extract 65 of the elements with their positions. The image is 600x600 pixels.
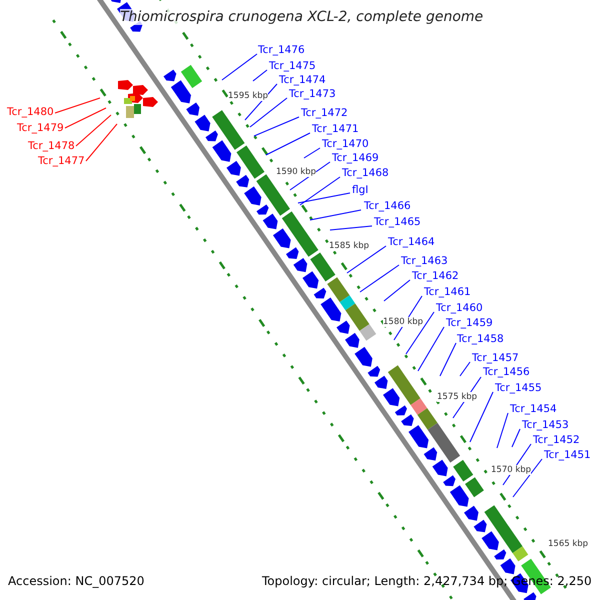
gene-label: Tcr_1479 bbox=[17, 122, 64, 134]
gene-label: Tcr_1453 bbox=[522, 419, 569, 431]
leader-line bbox=[304, 148, 320, 158]
footer-text: Topology: circular; Length: 2,427,734 bp; Genes: 2,250 bbox=[262, 574, 592, 588]
gene-label: Tcr_1456 bbox=[483, 366, 530, 378]
title: Thiomicrospira crunogena XCL-2, complete genome bbox=[120, 9, 484, 25]
gene-label: Tcr_1457 bbox=[472, 352, 519, 364]
leader-line bbox=[64, 108, 106, 128]
footer-text: Accession: NC_007520 bbox=[8, 574, 144, 588]
leader-line bbox=[300, 176, 340, 206]
leader-line bbox=[512, 428, 520, 448]
leader-line bbox=[222, 54, 258, 80]
leader-line bbox=[384, 280, 410, 302]
gene-label: Tcr_1465 bbox=[374, 216, 421, 228]
gene-label: Tcr_1460 bbox=[436, 302, 483, 314]
gene-label: Tcr_1475 bbox=[269, 60, 316, 72]
leader-line bbox=[86, 124, 118, 162]
leader-line bbox=[496, 412, 508, 448]
leader-line bbox=[250, 98, 288, 128]
gene-label: Tcr_1474 bbox=[279, 74, 326, 86]
position-label: 1585 kbp bbox=[329, 241, 370, 251]
gene-label: Tcr_1454 bbox=[510, 403, 557, 415]
gene-label: Tcr_1459 bbox=[446, 317, 493, 329]
leader-line bbox=[254, 116, 300, 136]
gene-label: Tcr_1473 bbox=[289, 88, 336, 100]
leader-line bbox=[512, 458, 542, 498]
leader-line bbox=[266, 132, 310, 156]
gene-label: Tcr_1452 bbox=[533, 434, 580, 446]
leader-line bbox=[470, 392, 494, 442]
gene-label: Tcr_1455 bbox=[495, 382, 542, 394]
gene-label: Tcr_1451 bbox=[544, 449, 591, 461]
gene-label: Tcr_1471 bbox=[312, 123, 359, 135]
gene-label: Tcr_1466 bbox=[364, 200, 411, 212]
gene-label: Tcr_1472 bbox=[301, 107, 348, 119]
leader-line bbox=[440, 342, 456, 376]
gene-label: Tcr_1478 bbox=[28, 140, 75, 152]
leader-line bbox=[406, 312, 434, 354]
gene-label: Tcr_1468 bbox=[342, 167, 389, 179]
position-label: 1570 kbp bbox=[491, 465, 532, 475]
position-label: 1595 kbp bbox=[228, 91, 268, 101]
gene-label: Tcr_1458 bbox=[457, 333, 504, 345]
leader-line bbox=[252, 70, 268, 82]
leader-line bbox=[298, 192, 350, 204]
leader-line bbox=[310, 210, 362, 220]
gene-label: Tcr_1462 bbox=[412, 270, 459, 282]
gene-label: Tcr_1480 bbox=[7, 106, 54, 118]
leader-line bbox=[460, 362, 470, 376]
position-label: 1580 kbp bbox=[383, 317, 424, 327]
position-label: 1590 kbp bbox=[276, 167, 316, 177]
gene-label: flgI bbox=[352, 184, 368, 196]
leader-line bbox=[76, 114, 112, 146]
gene-label: Tcr_1463 bbox=[401, 255, 448, 267]
leader-line bbox=[346, 246, 386, 274]
leader-line bbox=[360, 264, 400, 292]
gene-label: Tcr_1469 bbox=[332, 152, 379, 164]
leader-line bbox=[54, 98, 100, 114]
gene-label: Tcr_1477 bbox=[38, 155, 85, 167]
gene-label: Tcr_1476 bbox=[258, 44, 305, 56]
gene-label: Tcr_1461 bbox=[424, 286, 471, 298]
gene-label: Tcr_1470 bbox=[322, 138, 369, 150]
position-label: 1575 kbp bbox=[437, 392, 478, 402]
leader-line bbox=[330, 226, 372, 230]
position-label: 1565 kbp bbox=[548, 539, 588, 549]
leader-line bbox=[418, 326, 444, 372]
gene-label: Tcr_1464 bbox=[388, 236, 435, 248]
